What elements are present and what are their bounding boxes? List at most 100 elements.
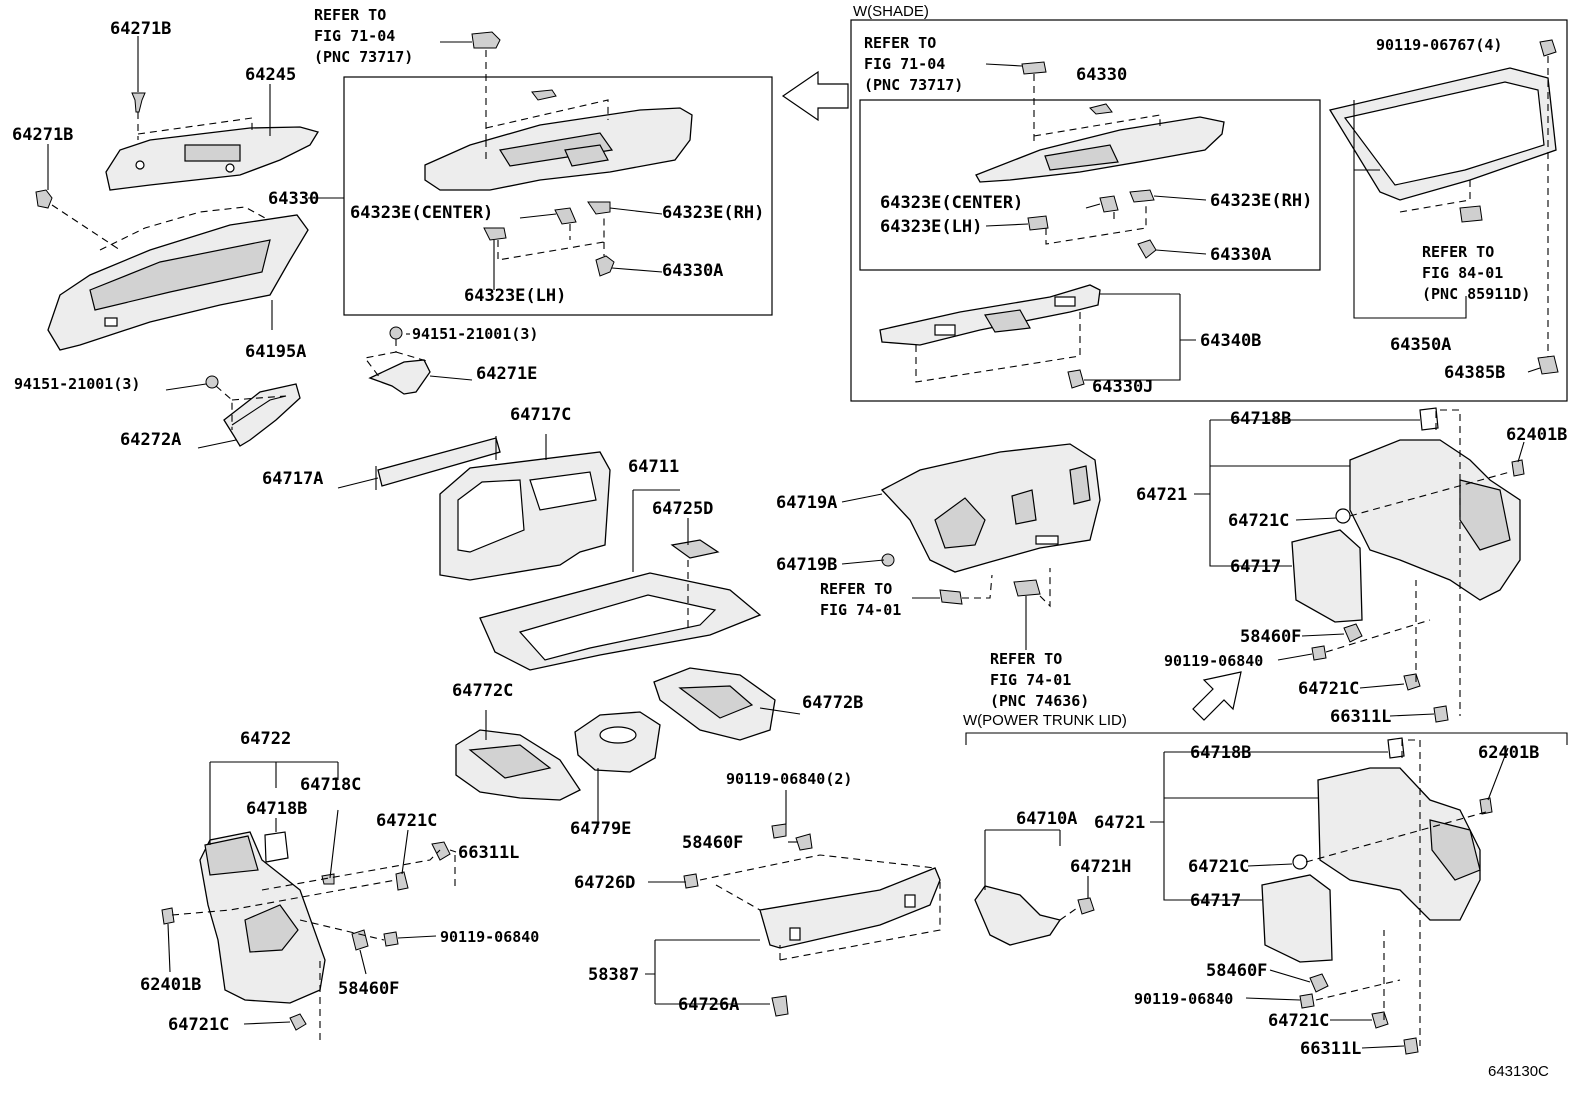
clip-64271B-left [35,189,53,209]
label-64721C-bottom: 64721C [168,1015,229,1035]
label-r66311L: 66311L [1330,707,1391,727]
part-64245 [105,126,320,191]
label-64719B: 64719B [776,555,837,575]
label-s64385B: 64385B [1444,363,1505,383]
label-64719A: 64719A [776,493,837,513]
power-trunk-lid-title: W(POWER TRUNK LID) [963,712,1127,729]
clip-90119-right [1311,645,1327,661]
part-64717-right [1291,529,1363,623]
clip-64323E-shade-lh [1027,215,1049,231]
part-64195A [47,214,309,351]
clip-94151-a [205,375,219,389]
clip-64323E-shade-top [1089,103,1113,115]
clip-62401B-power [1479,797,1493,815]
clip-66311L-left [431,841,451,861]
refer-fig71-main-3: (PNC 73717) [314,48,413,66]
label-94151-a: 94151-21001(3) [14,375,140,393]
clip-64323E-lh [483,227,507,241]
label-64722: 64722 [240,729,291,749]
clip-62401B-left [161,907,175,925]
clip-64323E-shade-center [1099,195,1119,213]
part-64272A [223,383,301,447]
part-64710A [974,885,1062,946]
label-t90119: 90119-06840 [1134,990,1233,1008]
refer-fig84-2: FIG 84-01 [1422,264,1503,282]
label-64711: 64711 [628,457,679,477]
label-58460F-mid: 58460F [682,833,743,853]
clip-64721C-right [1335,508,1351,524]
part-64718B-left [264,831,289,863]
label-64195A: 64195A [245,342,306,362]
label-64717C: 64717C [510,405,571,425]
clip-64323E-top [531,89,557,101]
label-t64721H: 64721H [1070,857,1131,877]
reference-arrow-upright [1192,671,1242,721]
label-64725D: 64725D [652,499,713,519]
label-r90119: 90119-06840 [1164,652,1263,670]
label-s64330: 64330 [1076,65,1127,85]
part-64719A [880,443,1101,573]
part-64350A-shade-frame [1328,67,1557,201]
power-trunk-lid-bracket [965,732,1568,745]
refer-fig71-main-2: FIG 71-04 [314,27,395,45]
part-64717A [375,436,501,490]
reference-arrow-left [781,70,849,122]
label-64718B-left: 64718B [246,799,307,819]
clip-fig71-main [471,31,501,49]
label-t64710A: 64710A [1016,809,1077,829]
label-t64721: 64721 [1094,813,1145,833]
clip-64726A [771,995,789,1017]
label-r64721C: 64721C [1228,511,1289,531]
label-90119-left: 90119-06840 [440,928,539,946]
refer-fig74-b-1: REFER TO [990,650,1062,668]
refer-fig74-a-2: FIG 74-01 [820,601,901,619]
label-64271E: 64271E [476,364,537,384]
label-64721C-left: 64721C [376,811,437,831]
clip-64323E-center [554,207,577,225]
label-64330-main: 64330 [268,189,319,209]
part-64717-power [1261,874,1333,963]
clip-64721H [1077,897,1095,915]
clip-64323E-rh [587,201,611,215]
label-t58460F: 58460F [1206,961,1267,981]
clip-62401B-right [1511,459,1525,477]
label-64717A: 64717A [262,469,323,489]
label-t66311L: 66311L [1300,1039,1361,1059]
clip-64721C-left [395,871,409,891]
label-t62401B: 62401B [1478,743,1539,763]
refer-fig74-a-1: REFER TO [820,580,892,598]
label-s64323E-rh: 64323E(RH) [1210,191,1312,211]
label-s64340B: 64340B [1200,331,1261,351]
part-64725D [670,539,720,559]
leader-lines [47,36,1541,1049]
part-58387 [759,867,941,949]
clip-64726D [683,873,699,889]
clip-90119-power [1299,993,1315,1009]
clip-64330J [1067,369,1085,389]
label-64245: 64245 [245,65,296,85]
label-t64718B: 64718B [1190,743,1251,763]
clip-fig84 [1459,205,1483,223]
label-s64323E-center: 64323E(CENTER) [880,193,1023,213]
part-64711 [479,572,762,671]
clip-66311L-power [1403,1037,1419,1055]
figure-code: 643130C [1488,1063,1549,1080]
label-r64718B: 64718B [1230,409,1291,429]
part-64722 [199,831,326,1004]
label-64272A: 64272A [120,430,181,450]
clip-66311L-right [1433,705,1449,723]
label-r64721: 64721 [1136,485,1187,505]
clip-90119-06767 [1539,39,1557,57]
label-64330A: 64330A [662,261,723,281]
clip-64721C-power [1292,854,1308,870]
refer-fig71-main-1: REFER TO [314,6,386,24]
label-64726A: 64726A [678,995,739,1015]
clip-64721C-power-b [1371,1011,1389,1029]
clip-fig74-a [939,589,963,605]
label-t64721C: 64721C [1188,857,1249,877]
clip-64323E-shade-rh [1129,189,1155,203]
part-64330-main [424,107,693,191]
clip-64721C-bottom [289,1013,307,1031]
label-r64717: 64717 [1230,557,1281,577]
